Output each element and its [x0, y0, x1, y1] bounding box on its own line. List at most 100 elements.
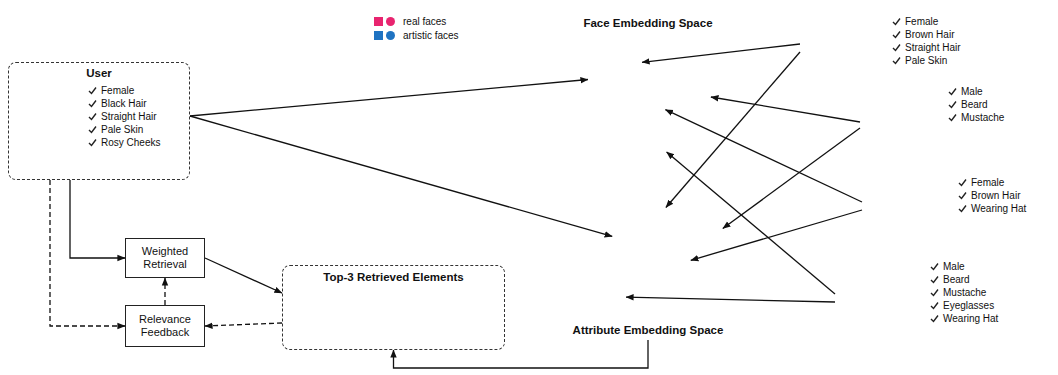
graphic-part [628, 265, 638, 275]
graphic-part [679, 256, 692, 269]
connector-arrow [50, 180, 125, 326]
box-label: Relevance Feedback [126, 313, 204, 339]
box-heading: Top-3 Retrieved Elements [283, 270, 504, 284]
check-mark [930, 288, 939, 297]
connector-arrow [205, 258, 282, 293]
graphic-part [363, 290, 422, 340]
painting-card: MaleBeardMustacheEyeglassesWearing Hat [835, 250, 1007, 368]
graphic-part [713, 227, 723, 237]
attribute-label: Pale Skin [905, 54, 947, 67]
connector-arrow [667, 152, 835, 294]
check-mark [948, 113, 957, 122]
graphic-part [631, 148, 643, 160]
attribute-label: Eyeglasses [943, 299, 994, 312]
user-box-fill [8, 62, 190, 180]
attribute-row: Mustache [948, 111, 1015, 124]
graphic-part [370, 287, 414, 337]
connector-arrow [205, 323, 282, 326]
connector-arrow [711, 97, 860, 122]
box-heading: User [9, 66, 189, 80]
check-mark [958, 204, 967, 213]
graphic-part [437, 290, 495, 340]
embedding-ellipse: Face Embedding Space [548, 16, 748, 172]
check-mark [88, 99, 97, 108]
graphic-part [800, 8, 878, 118]
attribute-row: Male [930, 260, 1007, 273]
graphic-part [47, 136, 57, 140]
check-mark [930, 262, 939, 271]
legend-label: real faces [403, 16, 446, 27]
attribute-label: Male [961, 85, 983, 98]
graphic-part [380, 301, 406, 335]
check-stroke [931, 303, 938, 309]
graphic-part [862, 160, 945, 262]
attribute-label: Brown Hair [971, 189, 1020, 202]
check-stroke [89, 88, 96, 94]
check-stroke [89, 101, 96, 107]
check-stroke [959, 193, 966, 199]
graphic-part [363, 290, 422, 340]
graphic-part [885, 97, 909, 129]
attribute-label: Brown Hair [905, 28, 954, 41]
check-stroke [89, 140, 96, 146]
attribute-row: Black Hair [88, 97, 189, 110]
graphic-part [657, 207, 667, 217]
graphic-part [827, 23, 853, 58]
legend: real facesartistic faces [374, 14, 459, 42]
attribute-row: Female [88, 84, 189, 97]
check-mark [948, 87, 957, 96]
graphic-part [619, 90, 631, 102]
graphic-part [614, 291, 627, 304]
attribute-row: Pale Skin [892, 54, 972, 67]
top3-box-fill [282, 265, 505, 350]
graphic-part [840, 326, 914, 368]
legend-square [374, 17, 383, 26]
graphic-part [890, 186, 914, 216]
graphic-part [35, 103, 69, 149]
attribute-row: Wearing Hat [930, 312, 1007, 325]
attribute-row: Rosy Cheeks [88, 136, 189, 149]
embedding-ellipse: Attribute Embedding Space [548, 190, 748, 340]
check-mark [930, 301, 939, 310]
attribute-label: Wearing Hat [943, 312, 998, 325]
graphic-part [835, 250, 918, 368]
graphic-part [808, 74, 872, 118]
graphic-part [437, 290, 495, 340]
graphic-part [15, 84, 85, 172]
graphic-part [598, 240, 610, 252]
painting-old-man [835, 250, 918, 368]
graphic-part [883, 96, 911, 134]
check-mark [892, 17, 901, 26]
space-title: Attribute Embedding Space [548, 323, 748, 337]
graphic-part [860, 276, 892, 316]
graphic-part [308, 301, 334, 335]
attribute-label: Mustache [943, 286, 986, 299]
attribute-label: Straight Hair [101, 110, 157, 123]
process-box: Weighted Retrieval [125, 238, 205, 278]
attribute-row: Straight Hair [88, 110, 189, 123]
connector-arrow [666, 52, 800, 208]
graphic-part [574, 120, 586, 132]
check-stroke [893, 32, 900, 38]
graphic-part [862, 256, 890, 276]
attribute-row: Female [958, 176, 1042, 189]
attribute-row: Beard [930, 273, 1007, 286]
legend-swatch [374, 17, 395, 26]
check-stroke [949, 115, 956, 121]
graphic-part [889, 172, 915, 186]
graphic-part [699, 90, 711, 102]
attribute-label: Beard [961, 98, 988, 111]
graphic-part [588, 73, 600, 85]
check-mark [892, 30, 901, 39]
check-stroke [89, 127, 96, 133]
graphic-part [879, 290, 888, 296]
graphic-part [888, 121, 906, 135]
attribute-row: Brown Hair [958, 189, 1042, 202]
ellipse-outline [548, 190, 748, 322]
check-mark [88, 86, 97, 95]
check-stroke [89, 114, 96, 120]
check-stroke [931, 264, 938, 270]
check-stroke [893, 45, 900, 51]
attribute-label: Female [905, 15, 938, 28]
check-stroke [949, 102, 956, 108]
